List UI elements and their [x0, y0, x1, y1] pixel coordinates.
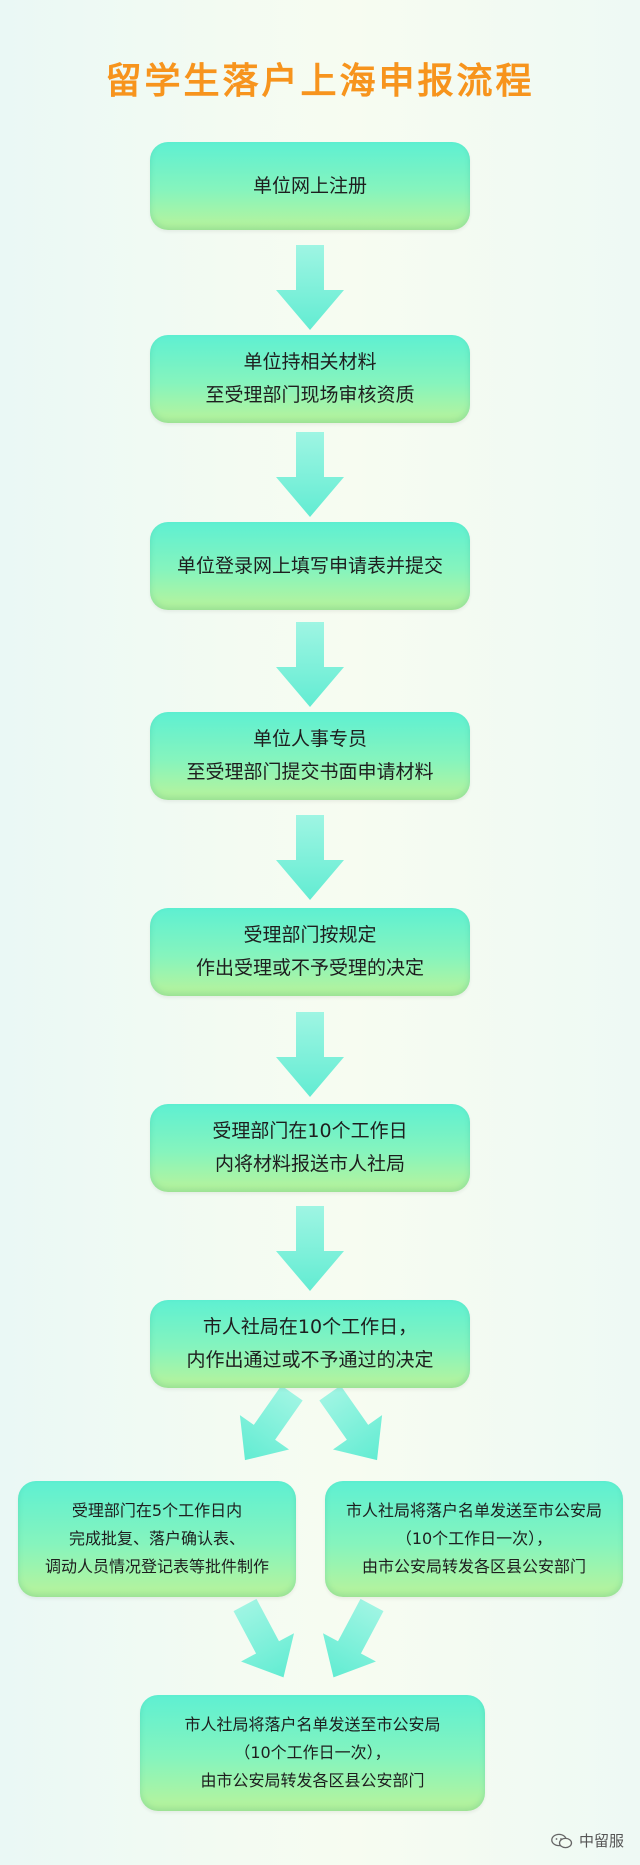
step-6-line-1: 受理部门在10个工作日: [212, 1120, 408, 1142]
step-acceptance-decision: 受理部门按规定 作出受理或不予受理的决定: [150, 908, 470, 996]
watermark: 中留服: [551, 1830, 624, 1851]
merge-arrow-left: [233, 1598, 295, 1678]
split-arrow-left: [239, 1385, 303, 1461]
branch-right-line-3: 由市公安局转发各区县公安部门: [361, 1557, 586, 1576]
step-2-line-2: 至受理部门现场审核资质: [205, 384, 415, 406]
final-line-1: 市人社局将落户名单发送至市公安局: [184, 1715, 441, 1734]
down-arrow-1: [276, 245, 344, 330]
branch-right-line-1: 市人社局将落户名单发送至市公安局: [345, 1501, 602, 1520]
branch-left-line-1: 受理部门在5个工作日内: [71, 1501, 243, 1520]
step-6-line-2: 内将材料报送市人社局: [214, 1153, 405, 1175]
down-arrow-2: [276, 432, 344, 517]
split-arrow-right: [319, 1385, 383, 1461]
branch-right-line-2: （10个工作日一次），: [395, 1529, 553, 1548]
step-forward-to-bureau: 受理部门在10个工作日 内将材料报送市人社局: [150, 1104, 470, 1192]
step-qualification-review: 单位持相关材料 至受理部门现场审核资质: [150, 335, 470, 423]
branch-left-line-3: 调动人员情况登记表等批件制作: [44, 1557, 269, 1576]
step-2-line-1: 单位持相关材料: [243, 351, 377, 373]
branch-left-approval-documents: 受理部门在5个工作日内 完成批复、落户确认表、 调动人员情况登记表等批件制作: [18, 1481, 296, 1597]
branch-right-police-notification: 市人社局将落户名单发送至市公安局 （10个工作日一次）， 由市公安局转发各区县公…: [325, 1481, 623, 1597]
down-arrow-6: [276, 1206, 344, 1291]
wechat-icon: [551, 1833, 573, 1848]
step-7-line-1: 市人社局在10个工作日，: [202, 1316, 418, 1338]
step-7-line-2: 内作出通过或不予通过的决定: [186, 1349, 434, 1371]
final-line-3: 由市公安局转发各区县公安部门: [200, 1771, 425, 1790]
watermark-text: 中留服: [578, 1832, 624, 1850]
step-4-line-2: 至受理部门提交书面申请材料: [186, 761, 434, 783]
step-1-line-1: 单位网上注册: [252, 175, 367, 197]
step-bureau-decision: 市人社局在10个工作日， 内作出通过或不予通过的决定: [150, 1300, 470, 1388]
merge-arrow-right: [322, 1598, 384, 1678]
down-arrow-4: [276, 815, 344, 900]
down-arrow-5: [276, 1012, 344, 1097]
step-3-line-1: 单位登录网上填写申请表并提交: [176, 555, 443, 577]
final-line-2: （10个工作日一次），: [234, 1743, 391, 1762]
step-5-line-2: 作出受理或不予受理的决定: [195, 957, 424, 979]
step-5-line-1: 受理部门按规定: [243, 924, 377, 946]
step-4-line-1: 单位人事专员: [252, 728, 367, 750]
page-title: 留学生落户上海申报流程: [105, 61, 535, 102]
step-register-online: 单位网上注册: [150, 142, 470, 230]
final-step-police-notification: 市人社局将落户名单发送至市公安局 （10个工作日一次）， 由市公安局转发各区县公…: [140, 1695, 485, 1811]
down-arrow-3: [276, 622, 344, 707]
step-submit-paper-materials: 单位人事专员 至受理部门提交书面申请材料: [150, 712, 470, 800]
step-submit-application: 单位登录网上填写申请表并提交: [150, 522, 470, 610]
branch-left-line-2: 完成批复、落户确认表、: [68, 1529, 245, 1548]
